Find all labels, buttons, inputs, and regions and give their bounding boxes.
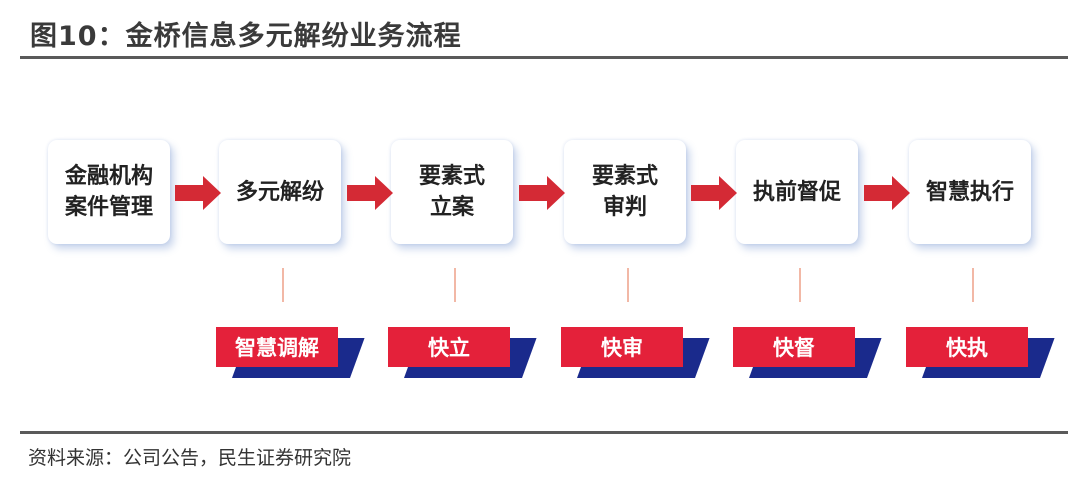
tag-fast-trial: 快审	[561, 327, 710, 379]
tag-label: 快审	[601, 336, 643, 360]
step-box-financial-case-management: 金融机构 案件管理	[48, 140, 170, 244]
tag-face: 快督	[733, 327, 855, 367]
step-label: 要素式 立案	[418, 164, 485, 220]
connector-line	[627, 268, 629, 302]
step-box-diversified-resolution: 多元解纷	[219, 140, 341, 244]
step-box-element-filing: 要素式 立案	[391, 140, 513, 244]
tag-face: 快立	[388, 327, 510, 367]
arrow-right-icon	[864, 176, 910, 210]
arrow-right-icon	[347, 176, 393, 210]
tag-label: 智慧调解	[235, 336, 319, 360]
tag-smart-mediation: 智慧调解	[216, 327, 365, 379]
tag-face: 快审	[561, 327, 683, 367]
tag-label: 快立	[428, 336, 470, 360]
tag-face: 快执	[906, 327, 1028, 367]
connector-line	[454, 268, 456, 302]
footer-rule	[20, 431, 1068, 434]
step-box-pre-execution-supervision: 执前督促	[736, 140, 858, 244]
tag-label: 快督	[773, 336, 815, 360]
tag-fast-supervision: 快督	[733, 327, 882, 379]
step-label: 执前督促	[752, 179, 841, 205]
step-label: 智慧执行	[925, 179, 1014, 205]
tag-face: 智慧调解	[216, 327, 338, 367]
step-box-smart-execution: 智慧执行	[909, 140, 1031, 244]
arrow-right-icon	[691, 176, 737, 210]
step-label: 金融机构 案件管理	[64, 164, 153, 220]
connector-line	[282, 268, 284, 302]
title-underline	[20, 56, 1068, 59]
step-label: 多元解纷	[235, 179, 324, 205]
arrow-right-icon	[175, 176, 221, 210]
source-note: 资料来源：公司公告，民生证券研究院	[28, 447, 352, 469]
tag-fast-execution: 快执	[906, 327, 1055, 379]
tag-fast-filing: 快立	[388, 327, 537, 379]
arrow-right-icon	[519, 176, 565, 210]
step-label: 要素式 审判	[591, 164, 658, 220]
tag-label: 快执	[946, 336, 988, 360]
step-box-element-trial: 要素式 审判	[564, 140, 686, 244]
connector-line	[799, 268, 801, 302]
connector-line	[972, 268, 974, 302]
figure-title: 图10：金桥信息多元解纷业务流程	[30, 21, 462, 52]
